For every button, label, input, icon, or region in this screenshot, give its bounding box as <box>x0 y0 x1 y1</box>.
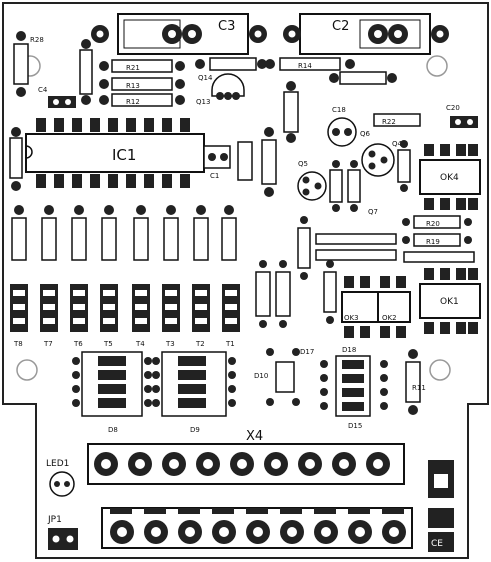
c18-label: C18 <box>332 106 346 114</box>
jp1-label: JP1 <box>47 515 62 525</box>
q4-label: Q4 <box>392 140 403 148</box>
c2-label: C2 <box>332 19 349 34</box>
diode-bank-d15: D18 D15 <box>320 346 388 430</box>
c3-label: C3 <box>218 19 235 34</box>
ok4-label: OK4 <box>440 173 459 183</box>
diode-bank-d9: D9 <box>152 351 236 434</box>
r13-label: R13 <box>126 82 140 90</box>
optocoupler-ok1: OK1 <box>419 268 481 334</box>
q5-label: Q5 <box>298 160 308 168</box>
diode-d10: D10 <box>254 348 300 406</box>
t6-label: T6 <box>73 340 83 348</box>
capacitor-c1: C1 <box>203 145 231 180</box>
t7-label: T7 <box>43 340 53 348</box>
terminal-x4-upper: X4 <box>87 429 405 485</box>
t4-label: T4 <box>135 340 145 348</box>
optocoupler-ok4: OK4 <box>419 144 481 210</box>
r22-label: R22 <box>382 118 396 126</box>
t1-label: T1 <box>225 340 235 348</box>
led-led1: LED1 <box>46 459 75 497</box>
x4-label: X4 <box>246 429 263 444</box>
optocoupler-ok2: OK2 <box>377 291 411 323</box>
d17-label: D17 <box>300 348 314 356</box>
r21-label: R21 <box>126 64 140 72</box>
r12-label: R12 <box>126 98 140 106</box>
capacitor-c20: C20 <box>446 104 478 128</box>
t3-label: T3 <box>165 340 175 348</box>
resistor-group-top <box>111 57 341 107</box>
transistor-q13: Q13 <box>196 73 245 106</box>
ic1-pins <box>36 118 190 188</box>
resistor-r28: R28 <box>13 31 44 97</box>
d10-label: D10 <box>254 372 268 380</box>
ok2-label: OK2 <box>382 314 397 322</box>
t5-label: T5 <box>103 340 113 348</box>
ok1-label: OK1 <box>440 297 459 307</box>
transistor-q4: Q4 <box>361 140 403 177</box>
q13-label: Q13 <box>196 98 210 106</box>
r20-label: R20 <box>426 220 440 228</box>
d9-label: D9 <box>190 426 200 434</box>
ic-ic1: IC1 <box>25 133 205 173</box>
t2-label: T2 <box>195 340 205 348</box>
d15-label: D15 <box>348 422 362 430</box>
led1-label: LED1 <box>46 459 69 469</box>
ic1-label: IC1 <box>112 146 136 164</box>
ce-mark: CE <box>431 539 443 549</box>
marking-block: CE <box>428 460 454 552</box>
capacitor-c4: C4 <box>38 86 76 108</box>
resistor-row <box>11 217 237 261</box>
r14-label: R14 <box>298 62 312 70</box>
r28-label: R28 <box>30 36 44 44</box>
q6-label: Q6 <box>360 130 371 138</box>
t8-label: T8 <box>13 340 23 348</box>
optocoupler-ok3: OK3 <box>341 291 383 323</box>
d8-label: D8 <box>108 426 118 434</box>
d18-label: D18 <box>342 346 356 354</box>
c20-label: C20 <box>446 104 460 112</box>
capacitor-c18: C18 <box>327 106 357 147</box>
diode-strip-mid <box>315 233 475 263</box>
q14-label: Q14 <box>198 74 213 82</box>
r11-label: R11 <box>412 384 426 392</box>
terminal-x4-lower <box>101 507 413 549</box>
ok3-label: OK3 <box>344 314 359 322</box>
c4-label: C4 <box>38 86 48 94</box>
capacitor-c2: C2 <box>283 13 449 55</box>
jumper-jp1: JP1 <box>47 515 78 550</box>
transistor-q5: Q5 <box>297 160 327 201</box>
diode-bank-d8: D8 <box>72 351 152 434</box>
q7-label: Q7 <box>368 208 378 216</box>
r19-label: R19 <box>426 238 440 246</box>
capacitor-c3: C3 <box>91 13 267 55</box>
c1-label: C1 <box>210 172 219 180</box>
